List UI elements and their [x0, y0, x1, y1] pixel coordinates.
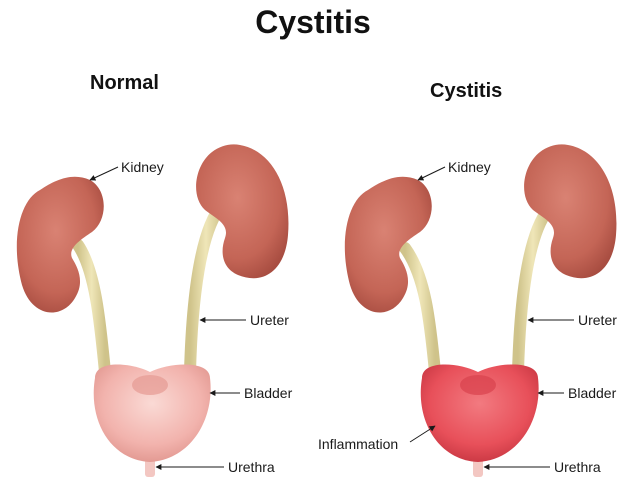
cystitis-right-kidney [524, 144, 616, 278]
cystitis-urinary-system [345, 144, 617, 477]
normal-urinary-system [17, 144, 289, 477]
cystitis-kidney-pointer [418, 167, 445, 180]
cystitis-bladder-label: Bladder [568, 385, 616, 401]
normal-bladder-label: Bladder [244, 385, 292, 401]
cystitis-ureter-label: Ureter [578, 312, 617, 328]
normal-kidney-pointer [90, 167, 118, 180]
normal-left-ureter [78, 245, 105, 372]
cystitis-kidney-label: Kidney [448, 159, 491, 175]
normal-ureter-label: Ureter [250, 312, 289, 328]
cystitis-inflammation-pointer [410, 426, 435, 442]
normal-urethra-label: Urethra [228, 459, 275, 475]
normal-kidney-label: Kidney [121, 159, 164, 175]
cystitis-urethra-label: Urethra [554, 459, 601, 475]
cystitis-right-ureter [518, 210, 548, 372]
cystitis-left-ureter [405, 248, 435, 372]
normal-right-kidney [196, 144, 288, 278]
normal-right-ureter [190, 205, 222, 372]
cystitis-inflammation-label: Inflammation [318, 436, 398, 452]
